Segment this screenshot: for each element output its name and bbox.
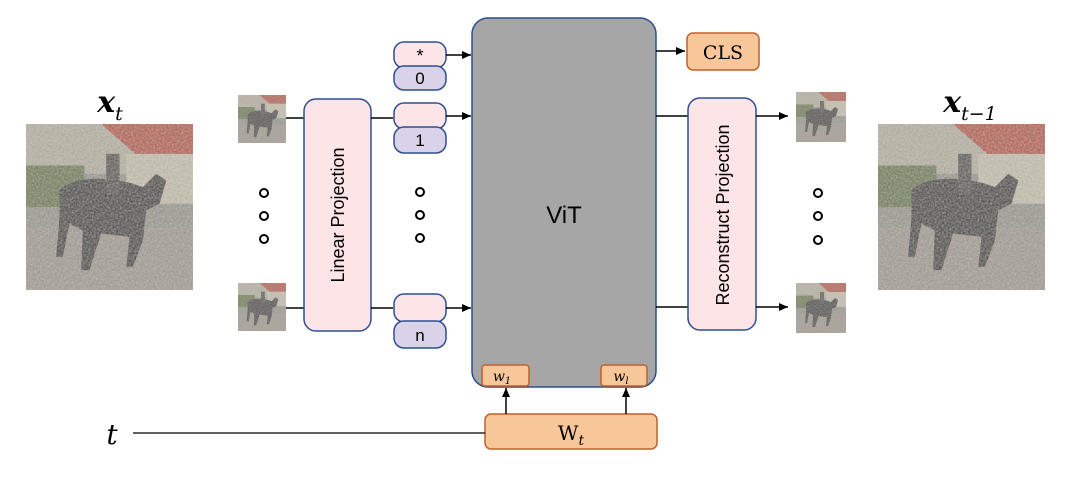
ellipsis-dots-tokens — [415, 187, 425, 243]
token-label-star: * — [416, 46, 423, 66]
wt-label: Wt — [558, 421, 585, 449]
vit-label: ViT — [546, 202, 582, 229]
time-input-label: t — [106, 418, 118, 451]
linear-projection-box — [303, 98, 372, 332]
input-patch-bottom — [238, 283, 286, 331]
reconstruct-projection-label: Reconstruct Projection — [713, 124, 733, 305]
vit-box — [471, 17, 657, 388]
output-patch-bottom — [796, 283, 846, 333]
reconstruct-projection-box — [687, 97, 757, 331]
output-patch-top — [796, 92, 846, 142]
token-box-n — [393, 293, 447, 323]
weight-label-wl: wl — [613, 369, 628, 387]
denoised-output-image — [878, 124, 1045, 290]
token-box-1 — [393, 102, 447, 130]
position-label-1: 1 — [415, 131, 424, 150]
cls-label: CLS — [703, 42, 743, 64]
weight-box-wl — [600, 364, 648, 387]
weight-box-w1 — [481, 364, 530, 387]
ellipsis-dots-output — [813, 188, 823, 245]
position-embedding-1 — [393, 126, 447, 154]
linear-projection-label: Linear Projection — [328, 147, 348, 282]
wt-box — [484, 413, 658, 450]
input-patch-top — [238, 95, 286, 143]
position-label-0: 0 — [415, 69, 424, 88]
position-label-n: n — [415, 326, 424, 345]
position-embedding-0 — [393, 65, 447, 91]
cls-box — [686, 32, 760, 71]
weight-label-w1: w1 — [493, 369, 511, 387]
output-label: xt−1 — [942, 85, 997, 125]
position-embedding-n — [393, 320, 447, 349]
input-label: xt — [96, 85, 123, 125]
ellipsis-dots-input — [259, 188, 269, 244]
noisy-input-image — [26, 124, 193, 290]
